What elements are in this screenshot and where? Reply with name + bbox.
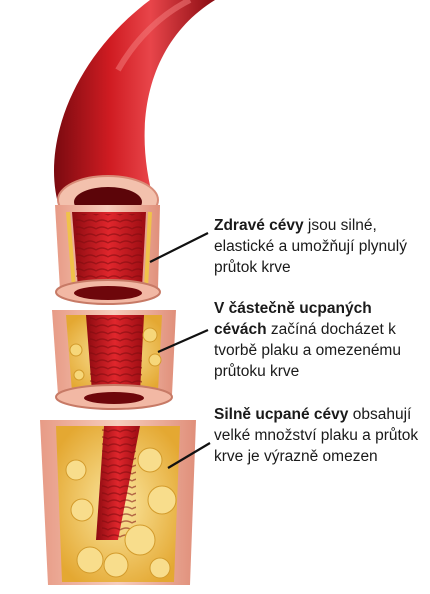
segment-partial xyxy=(52,310,176,409)
callout-blocked: Silně ucpané cévy obsahují velké množstv… xyxy=(214,404,426,467)
callout-partial: V částečně ucpaných cévách začíná docház… xyxy=(214,298,426,382)
callout-healthy: Zdravé cévy jsou silné, elastické a umož… xyxy=(214,215,426,278)
segment-healthy xyxy=(55,205,160,304)
callout-healthy-title: Zdravé cévy xyxy=(214,217,304,234)
artery-curve xyxy=(54,0,215,210)
callout-blocked-title: Silně ucpané cévy xyxy=(214,406,348,423)
segment-blocked xyxy=(40,420,196,585)
